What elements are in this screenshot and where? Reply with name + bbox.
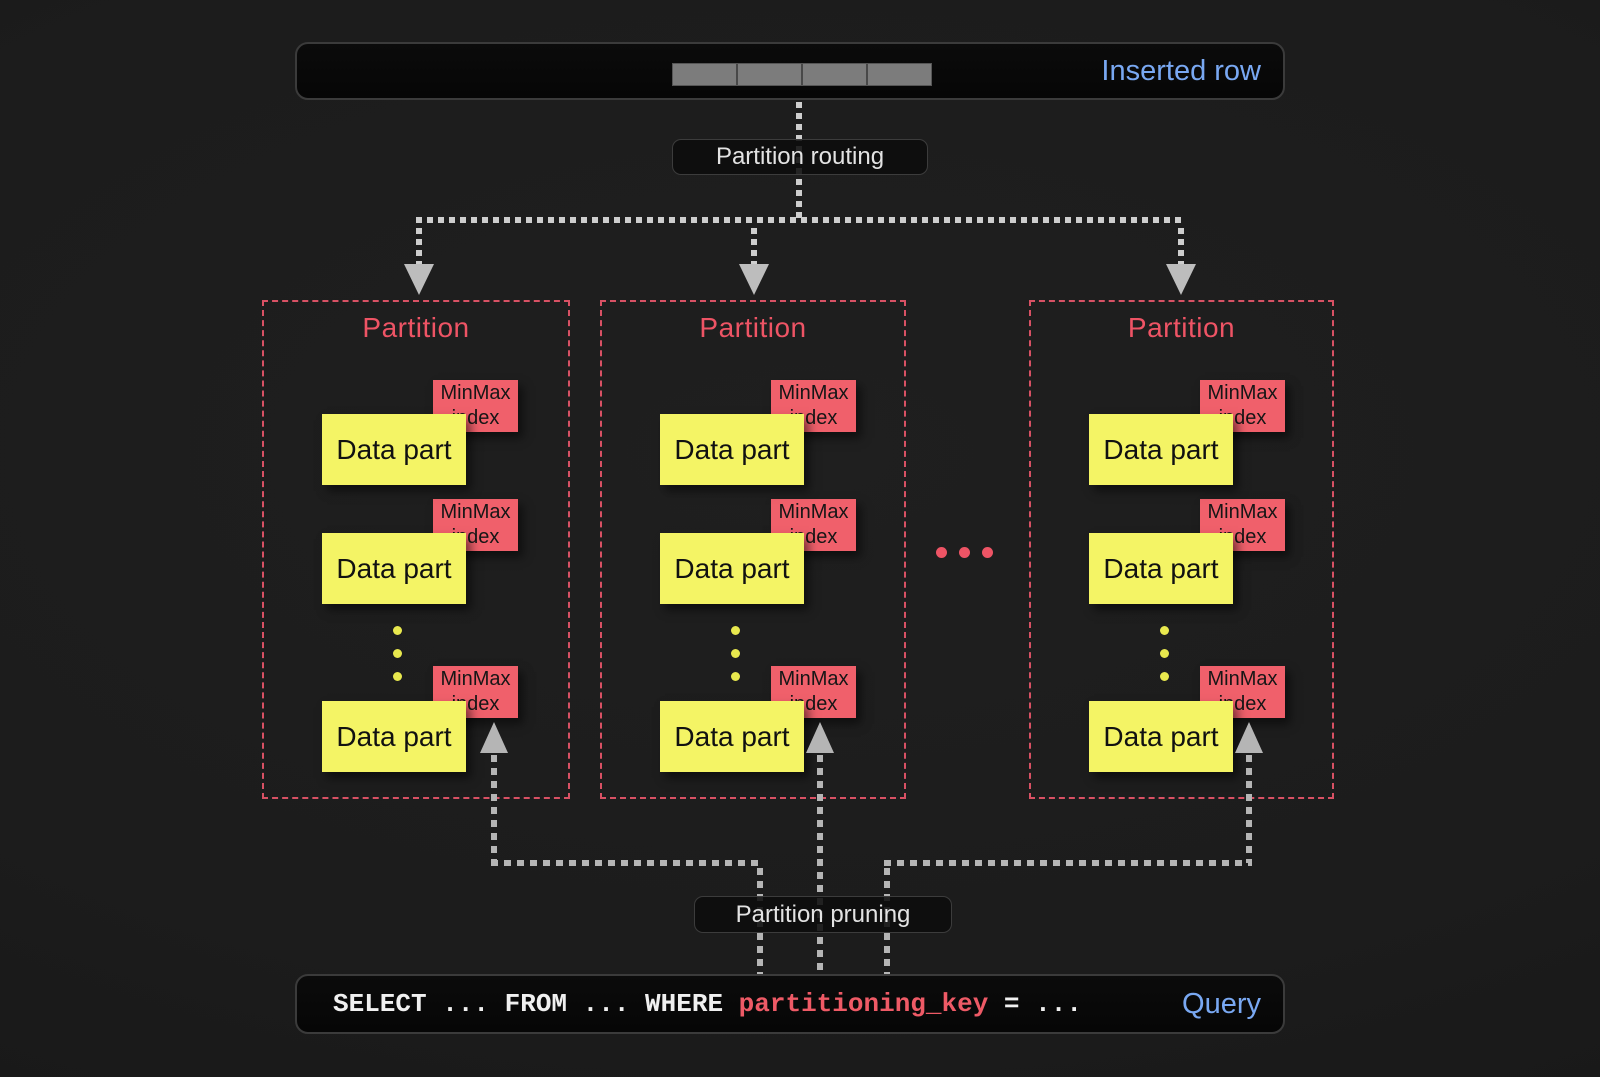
down-arrow-icon [1166, 264, 1196, 295]
partition-title: Partition [1127, 312, 1236, 343]
arrow-line-partition-3 [1178, 228, 1184, 264]
distribution-line [416, 217, 1184, 223]
query-code: SELECT ... FROM ... WHERE partitioning_k… [333, 976, 1082, 1032]
query-label: Query [1182, 987, 1261, 1020]
up-arrow-icon [1235, 722, 1263, 753]
pruning-line-partition-3 [1246, 755, 1252, 863]
data-part: Data part [660, 533, 804, 604]
query-box: SELECT ... FROM ... WHERE partitioning_k… [295, 974, 1285, 1034]
inserted-row-label: Inserted row [1101, 54, 1261, 87]
inserted-row-box: Inserted row [295, 42, 1285, 100]
horizontal-ellipsis [936, 547, 993, 558]
partition-box-3: Partition MinMax index Data part MinMax … [1029, 300, 1334, 799]
data-part: Data part [322, 414, 466, 485]
data-part: Data part [1089, 414, 1233, 485]
arrow-line-partition-2 [751, 228, 757, 264]
data-part: Data part [660, 701, 804, 772]
partition-routing-label: Partition routing [672, 139, 928, 175]
arrow-line-partition-1 [416, 228, 422, 264]
pruning-line-partition-2 [817, 755, 823, 974]
pruning-line-partition-3 [884, 860, 1252, 866]
query-suffix: = ... [988, 989, 1082, 1019]
query-prefix: SELECT ... FROM ... WHERE [333, 989, 739, 1019]
pruning-line-partition-1 [491, 860, 763, 866]
down-arrow-icon [404, 264, 434, 295]
partition-box-2: Partition MinMax index Data part MinMax … [600, 300, 906, 799]
down-arrow-icon [739, 264, 769, 295]
partition-pruning-label: Partition pruning [694, 896, 952, 933]
row-cells [672, 63, 932, 86]
vertical-ellipsis [393, 626, 402, 681]
up-arrow-icon [806, 722, 834, 753]
data-part: Data part [322, 701, 466, 772]
partition-title: Partition [699, 312, 807, 343]
partition-box-1: Partition MinMax index Data part MinMax … [262, 300, 570, 799]
vertical-ellipsis [1160, 626, 1169, 681]
row-cell [738, 64, 801, 85]
row-cell [803, 64, 866, 85]
data-part: Data part [660, 414, 804, 485]
data-part: Data part [1089, 701, 1233, 772]
query-partitioning-key: partitioning_key [738, 989, 989, 1019]
partition-title: Partition [362, 312, 470, 343]
data-part: Data part [322, 533, 466, 604]
up-arrow-icon [480, 722, 508, 753]
pruning-line-partition-1 [491, 755, 497, 863]
row-cell [673, 64, 736, 85]
data-part: Data part [1089, 533, 1233, 604]
vertical-ellipsis [731, 626, 740, 681]
row-cell [868, 64, 931, 85]
